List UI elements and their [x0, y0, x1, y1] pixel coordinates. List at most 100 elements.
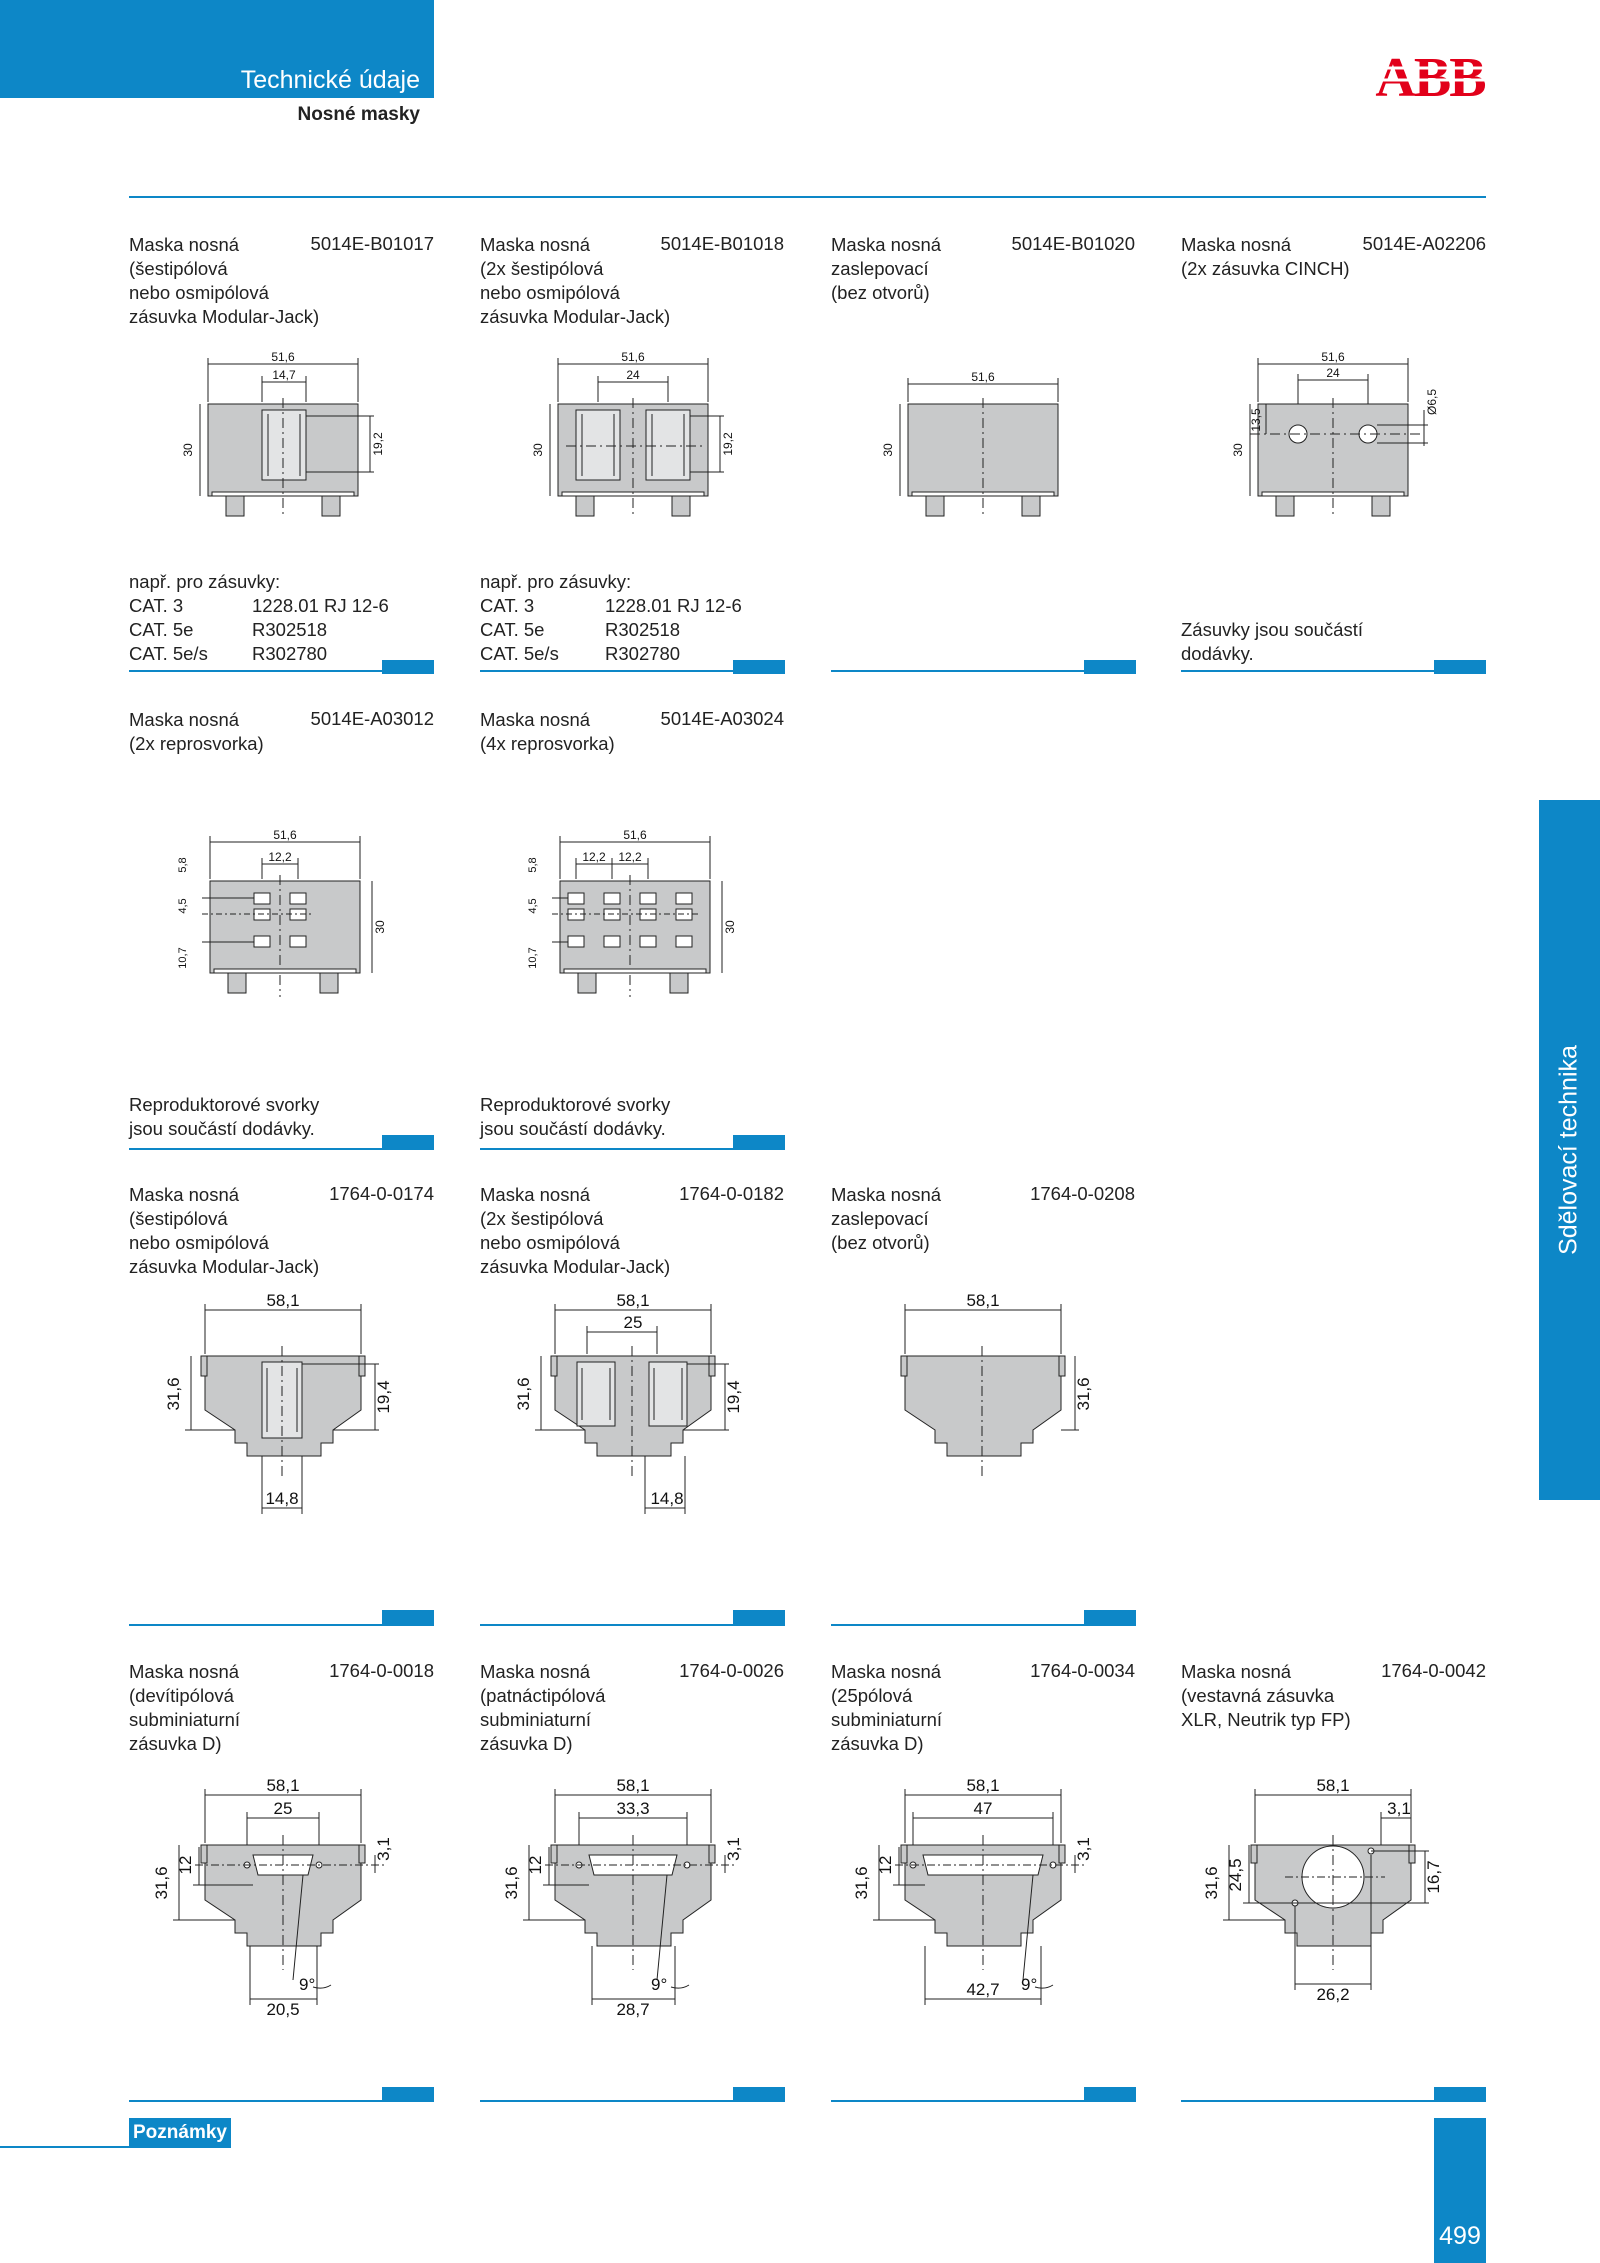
- product-code: 5014E-A02206: [1362, 233, 1486, 254]
- header-band: Technické údaje: [0, 0, 434, 98]
- dim-height: 30: [181, 443, 195, 457]
- dim-opening: 14,7: [272, 368, 296, 382]
- dim-bottom: 42,7: [966, 1980, 999, 1999]
- dim-opening-height: 19,2: [721, 432, 735, 456]
- dim-opening-height: 19,4: [724, 1380, 743, 1413]
- section-rule: [129, 670, 434, 672]
- section-marker: [1084, 1610, 1136, 1624]
- product-title: Maska nosná: [129, 234, 240, 255]
- drawing-5014E-B01018: 51,6 24 30 19,2: [531, 350, 735, 517]
- dim-top: 3,1: [724, 1837, 743, 1861]
- product-title: Maska nosná: [1181, 1661, 1292, 1682]
- dim-connector: 47: [974, 1799, 993, 1818]
- section-marker: [733, 2087, 785, 2101]
- product-title: Maska nosná: [831, 234, 942, 255]
- dim-height: 30: [531, 443, 545, 457]
- dim-bottom: 20,5: [266, 2000, 299, 2019]
- dim-spacing: 24: [626, 368, 640, 382]
- section-marker: [1434, 2087, 1486, 2101]
- dim-angle: 9°: [299, 1975, 315, 1994]
- dim-top: 3,1: [1074, 1837, 1093, 1861]
- dim-height: 31,6: [852, 1866, 871, 1899]
- product-desc: (4x reprosvorka): [480, 733, 615, 754]
- dim-top: 3,1: [1387, 1799, 1411, 1818]
- section-marker: [382, 660, 434, 674]
- dim-mid: 12: [176, 1856, 195, 1875]
- section-rule: [831, 1624, 1136, 1626]
- product-title: Maska nosná: [129, 709, 240, 730]
- dim-width: 58,1: [1316, 1776, 1349, 1795]
- notes-rule: [0, 2146, 231, 2148]
- section-rule: [480, 1148, 785, 1150]
- dim-width: 51,6: [971, 370, 995, 384]
- dim-v2: 4,5: [177, 898, 189, 913]
- product-code: 1764-0-0034: [1030, 1660, 1135, 1681]
- section-rule: [129, 1148, 434, 1150]
- product-desc: (2x reprosvorka): [129, 733, 264, 754]
- product-title: Maska nosná: [480, 709, 591, 730]
- section-rule: [831, 670, 1136, 672]
- product-code: 5014E-B01020: [1011, 233, 1135, 254]
- dim-connector: 25: [274, 1799, 293, 1818]
- dim-spacing: 12,2: [582, 850, 606, 864]
- dim-height: 31,6: [152, 1866, 171, 1899]
- dim-mid: 24,5: [1226, 1858, 1245, 1891]
- top-rule: [129, 196, 1486, 198]
- dim-v1: 5,8: [177, 857, 189, 872]
- drawing-5014E-A02206: 51,6 24 30 13,5 Ø6,5: [1231, 350, 1439, 517]
- product-code: 5014E-A03012: [310, 708, 434, 729]
- product-code: 1764-0-0174: [329, 1183, 434, 1204]
- dim-width: 51,6: [621, 350, 645, 364]
- drawing-5014E-A03024: 51,6 12,2 12,2 30 5,8 4,5 10,7: [527, 828, 737, 997]
- drawing-1764-0-0174: 58,1 31,6 19,4 14,8: [164, 1291, 393, 1514]
- page-title: Technické údaje: [240, 66, 420, 94]
- dim-mid: 12: [876, 1856, 895, 1875]
- product-title: Maska nosná: [129, 1184, 240, 1205]
- dim-angle: 9°: [651, 1975, 667, 1994]
- drawing-1764-0-0018: 58,1 25 31,6 12 3,1 9° 20,5: [152, 1776, 393, 2019]
- dim-height: 31,6: [164, 1377, 183, 1410]
- section-rule: [480, 2100, 785, 2102]
- section-marker: [382, 1135, 434, 1149]
- page-number-box: 499: [1434, 2118, 1486, 2263]
- section-marker: [382, 1610, 434, 1624]
- dim-spacing: 25: [624, 1313, 643, 1332]
- section-marker: [382, 2087, 434, 2101]
- section-rule: [480, 1624, 785, 1626]
- dim-spacing: 12,2: [268, 850, 292, 864]
- section-rule: [480, 670, 785, 672]
- dim-side: 16,7: [1424, 1860, 1443, 1893]
- side-tab-label: Sdělovací technika: [1554, 1045, 1583, 1255]
- dim-height: 31,6: [502, 1866, 521, 1899]
- product-title: Maska nosná: [480, 1661, 591, 1682]
- dim-width: 51,6: [1321, 350, 1345, 364]
- dim-height: 30: [373, 920, 387, 934]
- drawing-5014E-B01020: 51,6 30: [881, 370, 1059, 517]
- dim-height: 30: [881, 443, 895, 457]
- dim-bottom: 28,7: [616, 2000, 649, 2019]
- drawing-1764-0-0042: 58,1 3,1 31,6 24,5 16,7 26,2: [1202, 1776, 1443, 2004]
- product-desc: (2x zásuvka CINCH): [1181, 258, 1350, 279]
- drawing-1764-0-0208: 58,1 31,6: [900, 1291, 1093, 1480]
- product-code: 1764-0-0026: [679, 1660, 784, 1681]
- dim-spacing-2: 12,2: [618, 850, 642, 864]
- dim-hole-diameter: Ø6,5: [1425, 389, 1439, 415]
- product-title: Maska nosná: [831, 1184, 942, 1205]
- dim-height: 30: [1231, 443, 1245, 457]
- product-code: 1764-0-0018: [329, 1660, 434, 1681]
- section-marker: [1434, 660, 1486, 674]
- section-marker: [733, 660, 785, 674]
- dim-v3: 10,7: [177, 947, 189, 968]
- section-rule: [1181, 670, 1486, 672]
- notes-label: Poznámky: [129, 2118, 231, 2147]
- dim-mid: 12: [526, 1856, 545, 1875]
